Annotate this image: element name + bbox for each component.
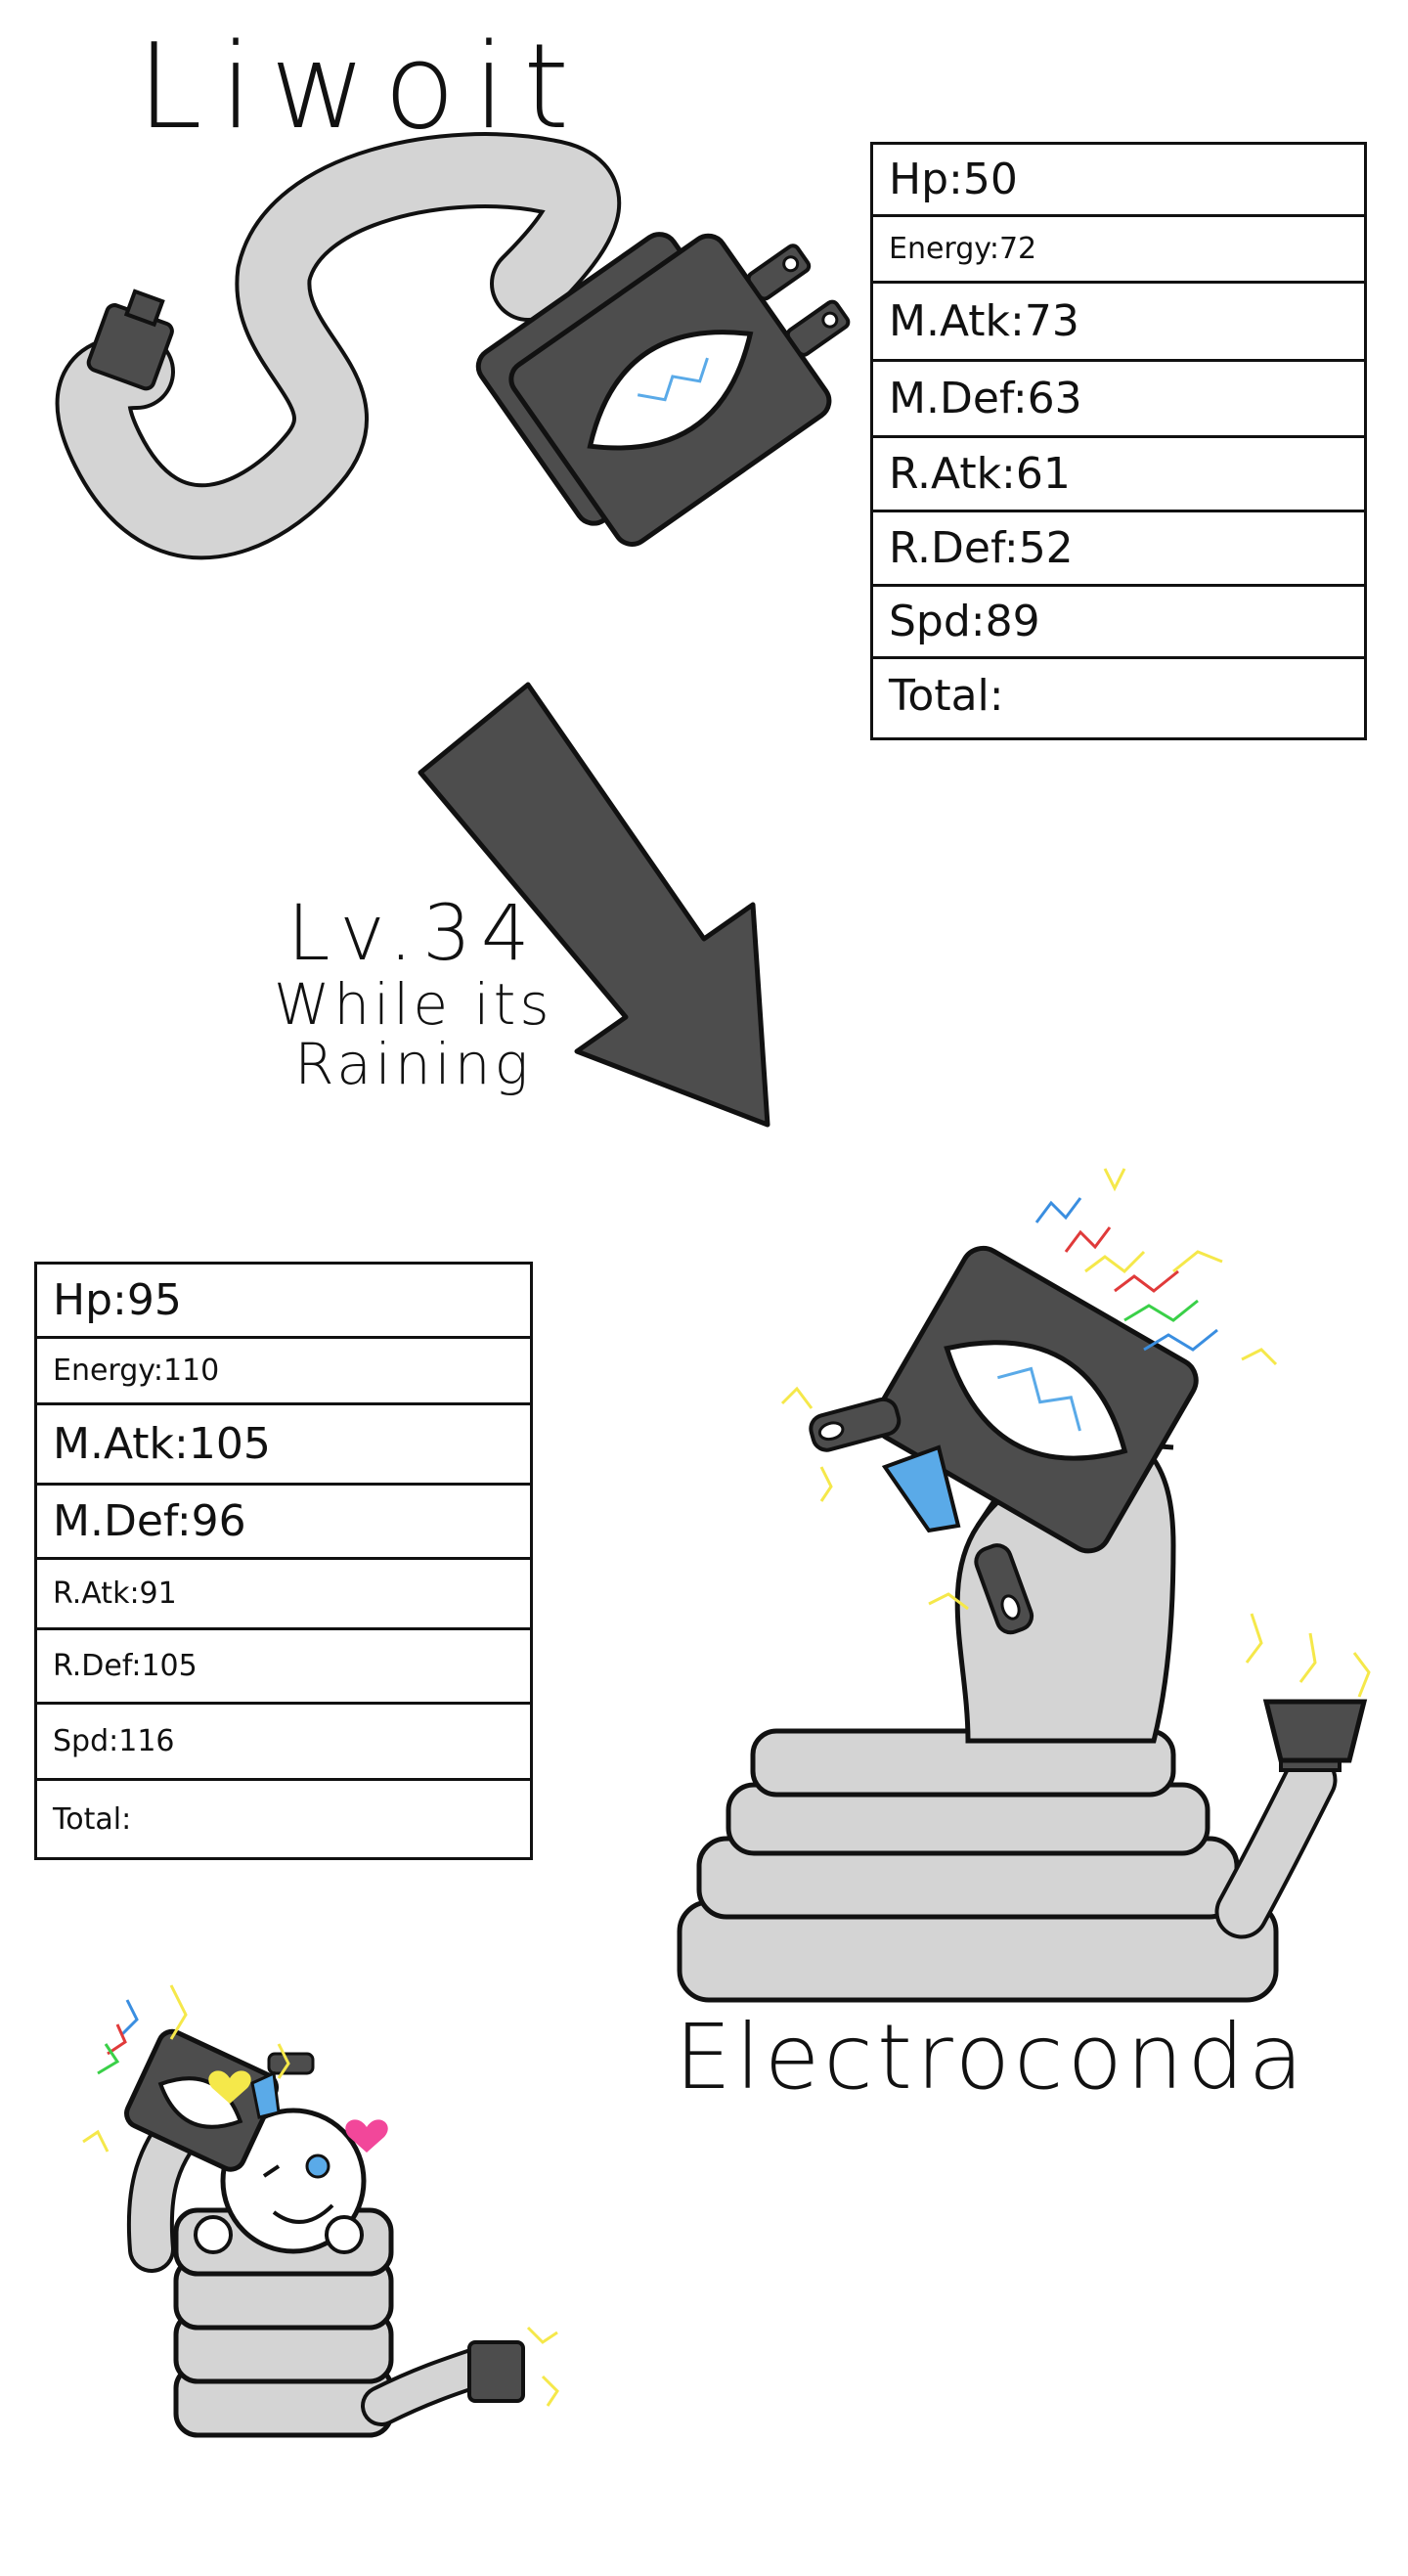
evolved-name: Electroconda [675, 2005, 1307, 2110]
liwoit-head [475, 232, 851, 547]
stat-spd: Spd:89 [873, 587, 1364, 659]
electroconda-drawing [677, 1168, 1371, 2003]
stat-m-def: M.Def:96 [37, 1486, 530, 1560]
stat-total: Total: [53, 1801, 132, 1837]
evolution-condition: Lv.34 While its Raining [274, 890, 553, 1097]
stat-r-def: R.Def:52 [873, 512, 1364, 587]
evolution-arrow [418, 682, 770, 1128]
stat-r-atk: R.Atk:91 [37, 1560, 530, 1630]
heart-yellow [208, 2070, 251, 2104]
chibi-drawing [82, 1984, 559, 2438]
stat-total: Total: [889, 670, 1004, 721]
evolution-level: Lv.34 [286, 890, 540, 978]
electroconda-head [872, 1245, 1199, 1554]
liwoit-eye [587, 330, 754, 451]
electroconda-sparks [780, 1168, 1371, 1698]
liwoit-drawing [55, 132, 851, 560]
liwoit-tail-plug [86, 289, 174, 391]
stat-m-atk: M.Atk:73 [873, 284, 1364, 362]
heart-pink [345, 2119, 388, 2153]
pre-evolution-stat-table: Hp:50 Energy:72 M.Atk:73 M.Def:63 R.Atk:… [870, 142, 1367, 740]
stat-hp: Hp:95 [37, 1265, 530, 1339]
evolved-stat-table: Hp:95 Energy:110 M.Atk:105 M.Def:96 R.At… [34, 1262, 533, 1860]
stat-m-atk: M.Atk:105 [37, 1405, 530, 1486]
evolution-condition-line2: Raining [294, 1030, 533, 1097]
pre-evolution-name: Liwoit [137, 20, 588, 155]
stat-r-def: R.Def:105 [37, 1630, 530, 1705]
electroconda-tail-plug [1262, 1699, 1368, 1763]
stat-hp: Hp:50 [873, 145, 1364, 217]
stat-energy: Energy:72 [873, 217, 1364, 284]
evolution-condition-line1: While its [274, 970, 553, 1038]
stat-energy: Energy:110 [37, 1339, 530, 1405]
stat-m-def: M.Def:63 [873, 362, 1364, 438]
stat-spd: Spd:116 [37, 1705, 530, 1781]
stat-r-atk: R.Atk:61 [873, 438, 1364, 512]
